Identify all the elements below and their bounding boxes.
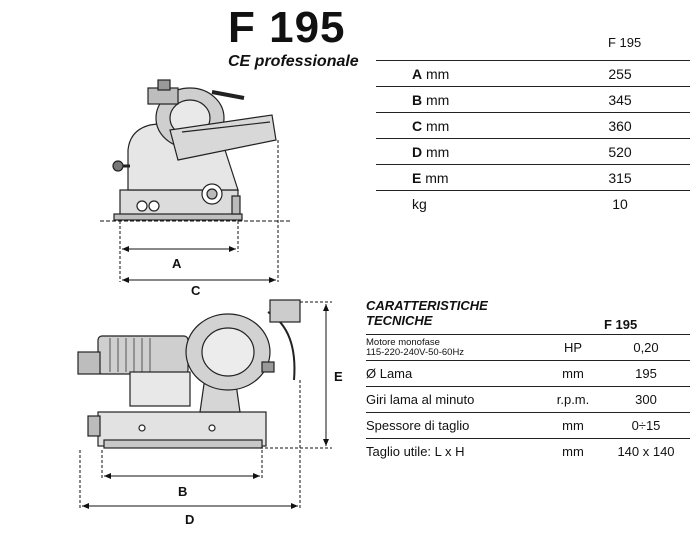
tech-value: 0÷15 <box>602 412 690 439</box>
table-row: Spessore di taglio mm 0÷15 <box>366 412 690 439</box>
dim-label: kg <box>412 195 427 212</box>
dim-label-b: B <box>178 484 187 499</box>
dim-value: 315 <box>550 164 690 191</box>
dim-value: 520 <box>550 138 690 165</box>
tech-label: Giri lama al minuto <box>366 386 544 413</box>
table-row: D mm 520 <box>376 138 690 165</box>
dim-label: E mm <box>376 164 550 191</box>
table-row: Motore monofase 115-220-240V-50-60Hz HP … <box>366 334 690 361</box>
dimension-lines-bottom <box>79 301 332 509</box>
dim-label: B mm <box>376 86 550 113</box>
dim-label-d: D <box>185 512 194 527</box>
tech-label: Motore monofase 115-220-240V-50-60Hz <box>366 334 544 361</box>
dim-value: 345 <box>550 86 690 113</box>
tech-value: 300 <box>602 386 690 413</box>
dim-value: 360 <box>550 112 690 139</box>
tech-label: Ø Lama <box>366 360 544 387</box>
table-row: E mm 315 <box>376 164 690 191</box>
dim-label: A mm <box>376 60 550 87</box>
dim-label-a: A <box>172 256 182 271</box>
technical-model-header: F 195 <box>604 317 638 332</box>
dim-label-e: E <box>334 369 343 384</box>
technical-title-line1: CARATTERISTICHE <box>366 298 488 313</box>
tech-value: 140 x 140 <box>617 444 675 459</box>
table-row: Ø Lama mm 195 <box>366 360 690 387</box>
table-row: C mm 360 <box>376 112 690 139</box>
dim-value: 255 <box>550 60 690 87</box>
table-row: Giri lama al minuto r.p.m. 300 <box>366 386 690 413</box>
table-row: A mm 255 <box>376 60 690 87</box>
dimension-lines-top <box>100 140 290 283</box>
dimensions-table: A mm 255 B mm 345 C mm 360 D mm 520 E mm… <box>376 60 690 216</box>
tech-unit: r.p.m. <box>544 386 602 413</box>
slicer-side-view <box>112 79 277 221</box>
tech-unit: mm <box>562 444 584 459</box>
tech-label: Taglio utile: L x H <box>366 444 465 459</box>
table-row: B mm 345 <box>376 86 690 113</box>
page-title: F 195 <box>228 3 346 52</box>
tech-value: 0,20 <box>602 334 690 361</box>
tech-unit: mm <box>544 360 602 387</box>
technical-title-line2: TECNICHE <box>366 313 433 328</box>
technical-table: Motore monofase 115-220-240V-50-60Hz HP … <box>366 334 690 464</box>
tech-unit: HP <box>544 334 602 361</box>
dim-label: C mm <box>376 112 550 139</box>
dim-label: D mm <box>376 138 550 165</box>
tech-unit: mm <box>544 412 602 439</box>
table-row: Taglio utile: L x H mm 140 x 140 <box>366 439 690 465</box>
dimensions-model-header: F 195 <box>608 35 642 50</box>
tech-label: Spessore di taglio <box>366 412 544 439</box>
table-row: kg 10 <box>376 191 690 217</box>
dim-value: 10 <box>612 195 628 212</box>
technical-title: CARATTERISTICHE TECNICHE <box>366 298 488 328</box>
slicer-front-view <box>77 299 301 449</box>
dim-label-c: C <box>191 283 201 298</box>
tech-value: 195 <box>602 360 690 387</box>
page-subtitle: CE professionale <box>228 53 359 70</box>
